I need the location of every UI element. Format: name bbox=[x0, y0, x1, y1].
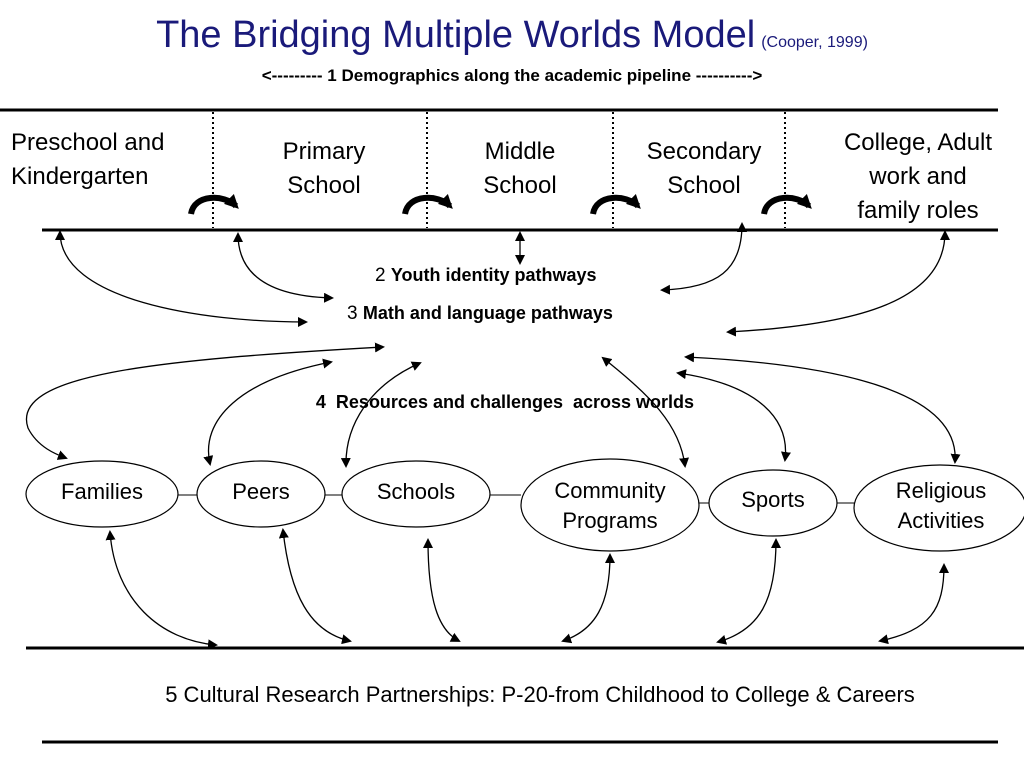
world-ellipse-families bbox=[25, 460, 179, 528]
world-label: Peers bbox=[232, 479, 290, 504]
pathway-label: Math and language pathways bbox=[362, 303, 613, 323]
link-arrow bbox=[55, 230, 308, 327]
transition-arrow-icon bbox=[188, 193, 239, 215]
transition-arrow-icon bbox=[402, 193, 453, 215]
title-line: The Bridging Multiple Worlds Model (Coope… bbox=[0, 14, 1024, 57]
stage-label-line: Secondary bbox=[646, 138, 762, 165]
page-title: The Bridging Multiple Worlds Model bbox=[156, 14, 756, 56]
footer-partnerships: 5 Cultural Research Partnerships: P-20-f… bbox=[165, 682, 915, 707]
link-arrow bbox=[423, 538, 461, 642]
stage-primary: Primary School bbox=[224, 135, 424, 203]
link-arrow bbox=[203, 358, 333, 466]
link-arrow bbox=[660, 222, 747, 295]
pathway-youth-identity: 2 Youth identity pathways bbox=[375, 265, 597, 287]
world-ellipse-religious-activities bbox=[853, 464, 1024, 552]
title-citation: (Cooper, 1999) bbox=[761, 34, 868, 51]
link-arrow bbox=[726, 230, 950, 337]
world-schools: Schools bbox=[342, 477, 490, 507]
link-arrow bbox=[676, 369, 791, 462]
link-arrow bbox=[233, 232, 334, 303]
link-arrow bbox=[278, 528, 352, 645]
world-community-programs: Community Programs bbox=[521, 476, 699, 536]
stage-label-line: School bbox=[287, 172, 361, 199]
transition-arrow-icon bbox=[590, 193, 641, 215]
stage-label-line: Kindergarten bbox=[11, 163, 149, 190]
stage-preschool: Preschool and Kindergarten bbox=[0, 126, 216, 194]
stage-label-line: family roles bbox=[857, 197, 979, 224]
stage-label-line: Primary bbox=[282, 138, 366, 165]
world-label: Sports bbox=[741, 487, 805, 512]
link-arrow bbox=[878, 563, 949, 645]
stage-label-line: Middle bbox=[484, 138, 556, 165]
world-sports: Sports bbox=[709, 485, 837, 515]
world-peers: Peers bbox=[197, 477, 325, 507]
stage-college-adult: College, Adult work and family roles bbox=[818, 126, 1018, 228]
link-arrow bbox=[340, 361, 422, 468]
world-ellipse-sports bbox=[708, 469, 838, 537]
stage-label-line: work and bbox=[869, 163, 967, 190]
stage-secondary: Secondary School bbox=[614, 135, 794, 203]
world-label: Religious bbox=[895, 478, 987, 503]
stage-label-line: School bbox=[667, 172, 741, 199]
stage-middle: Middle School bbox=[430, 135, 610, 203]
resources-challenges-label: 4 Resources and challenges across worlds bbox=[315, 392, 695, 412]
world-label: Families bbox=[61, 479, 143, 504]
link-arrow bbox=[105, 530, 218, 650]
world-label: Programs bbox=[562, 508, 658, 533]
stage-label-line: School bbox=[483, 172, 557, 199]
pathway-math-language: 3 Math and language pathways bbox=[347, 303, 613, 325]
pathway-number: 2 bbox=[375, 265, 386, 286]
world-families: Families bbox=[26, 477, 178, 507]
world-label: Schools bbox=[376, 479, 456, 504]
link-arrow bbox=[25, 342, 385, 460]
link-arrow bbox=[561, 553, 615, 644]
world-label: Activities bbox=[897, 508, 985, 533]
transition-arrow-icon bbox=[761, 193, 812, 215]
stage-label-line: Preschool and bbox=[11, 129, 165, 156]
world-label: Community bbox=[554, 478, 666, 503]
world-religious-activities: Religious Activities bbox=[855, 476, 1024, 536]
pathway-label: Youth identity pathways bbox=[390, 265, 597, 285]
link-arrow bbox=[684, 352, 961, 464]
subtitle-demographics: <--------- 1 Demographics along the acad… bbox=[261, 66, 763, 85]
stage-label-line: College, Adult bbox=[843, 129, 993, 156]
pathway-number: 3 bbox=[347, 303, 358, 324]
link-arrow bbox=[716, 538, 781, 645]
